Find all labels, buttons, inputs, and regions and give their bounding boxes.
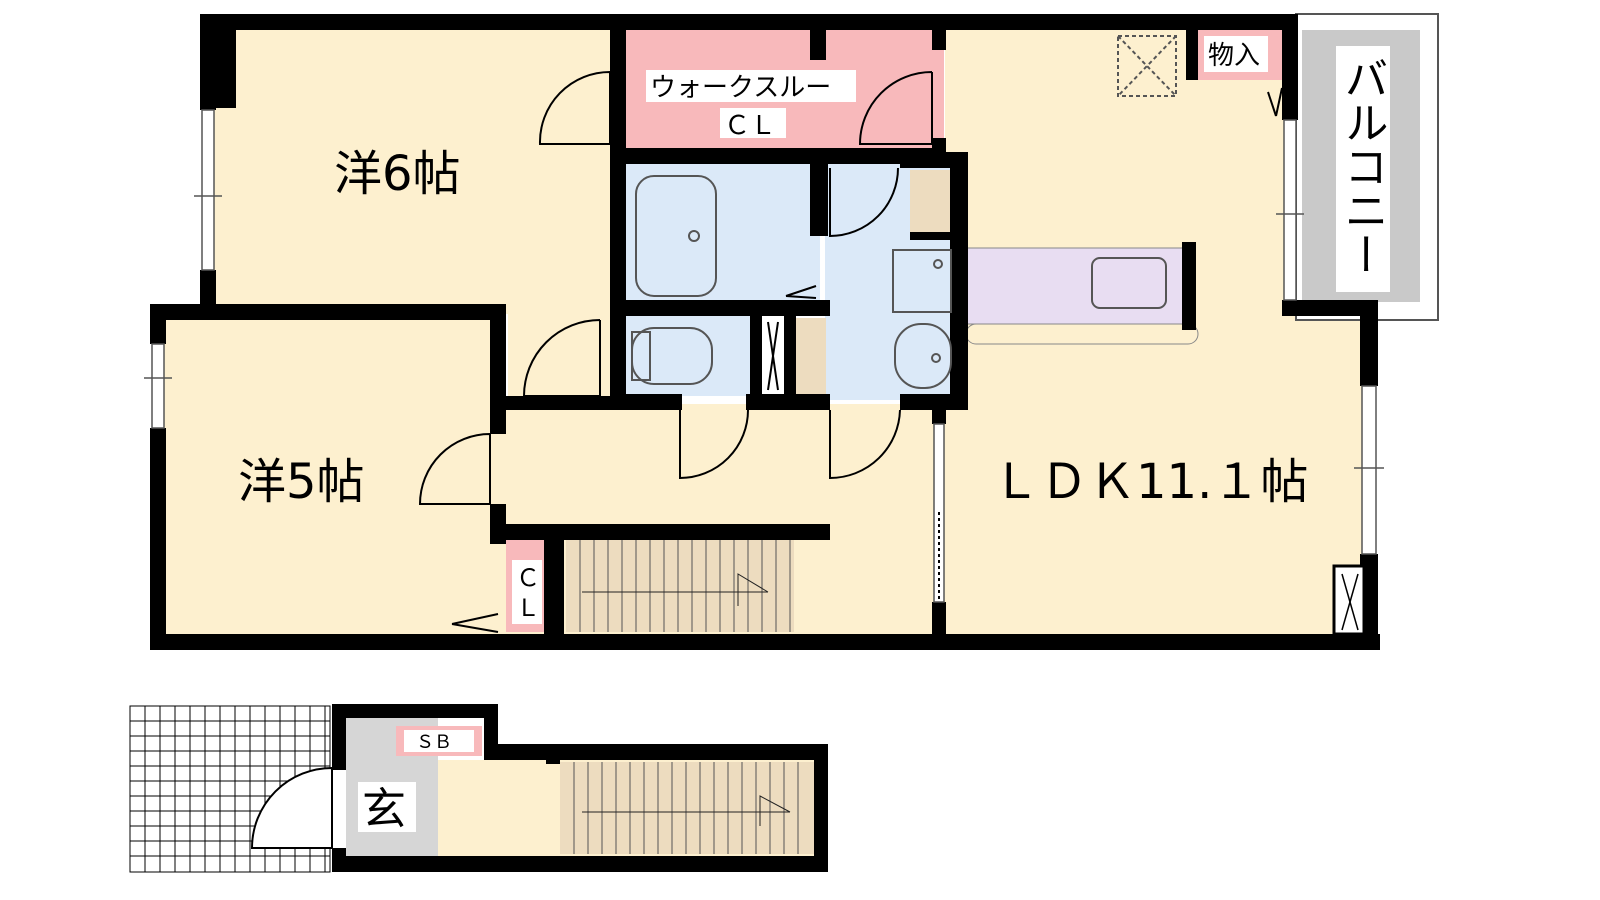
ventilation-icon [1117,35,1177,97]
stair-treads-upper [579,540,791,632]
label-ldk: ＬＤＫ11.１帖 [992,454,1308,510]
washbasin-icon [894,323,952,389]
label-entrance: 玄 [362,784,406,835]
label-closet-l: Ｌ [516,594,540,622]
balcony [1295,13,1439,321]
fixtures [631,35,1177,391]
sink-icon [1091,257,1167,309]
label-walkthrough-closet: ウォークスルー [650,73,831,103]
lower-floor [129,704,828,873]
label-western-5: 洋5帖 [238,454,365,510]
label-storage: 物入 [1208,41,1260,71]
washer-space-icon [892,249,952,313]
label-balcony: バルコニー [1337,56,1388,276]
label-closet-c: Ｃ [516,564,540,592]
walls-upper [150,14,1380,650]
stairs-lower [560,762,814,854]
label-walkthrough-closet-cl: ＣＬ [724,111,776,141]
bathtub-icon [635,175,717,297]
stairs-upper [566,540,794,632]
bathroom [624,160,820,308]
label-western-6: 洋6帖 [334,146,461,202]
room-labels: 洋6帖 洋5帖 ＬＤＫ11.１帖 ウォークスルー ＣＬ 物入 Ｃ Ｌ バルコニー… [234,36,1388,835]
label-shoe-box: ＳＢ [416,732,452,753]
doors [418,71,1283,633]
